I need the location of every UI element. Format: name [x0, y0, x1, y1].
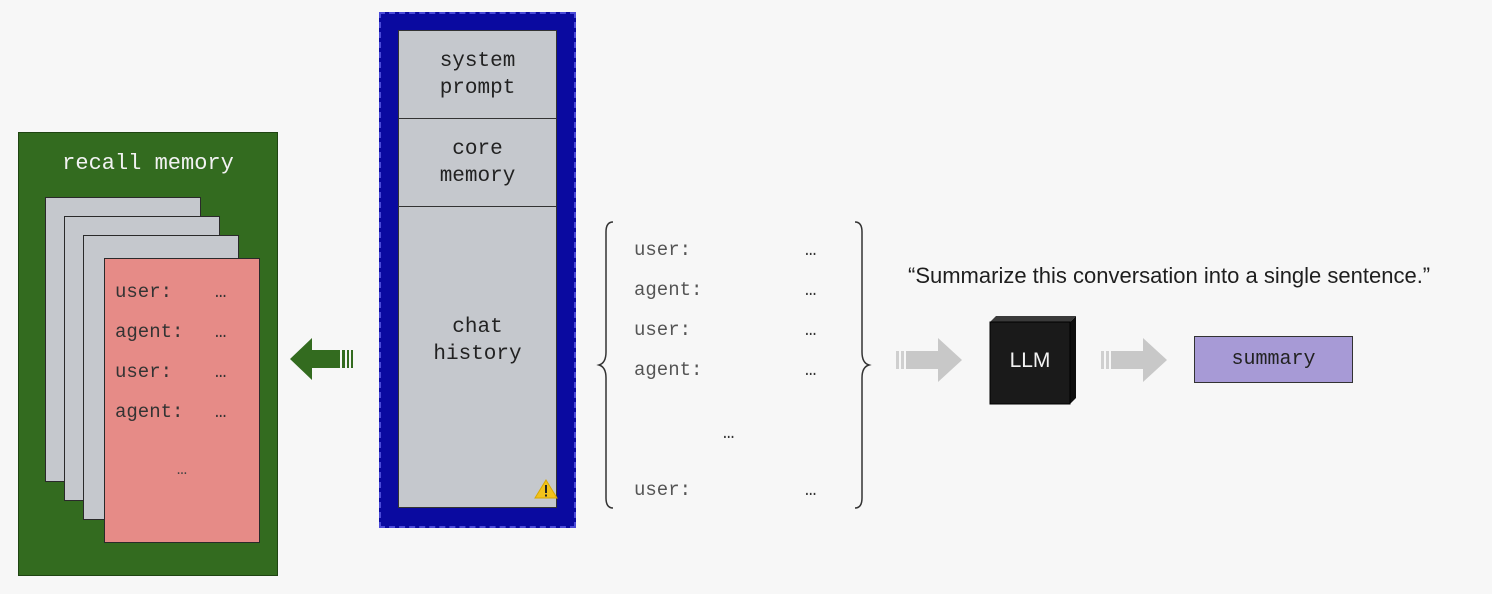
recall-memory-panel: recall memory user: … agent: … user: … a…: [18, 132, 278, 576]
flow-arrow-icon: [896, 338, 962, 382]
recall-line-text: …: [215, 401, 227, 423]
recall-line-role: agent:: [115, 321, 184, 343]
transcript-role: user:: [634, 239, 692, 261]
transcript-text: …: [805, 359, 817, 381]
transcript-ellipsis: …: [723, 422, 735, 444]
transcript-role: user:: [634, 319, 692, 341]
transcript-role: user:: [634, 479, 692, 501]
recall-line-role: user:: [115, 281, 173, 303]
transcript-role: agent:: [634, 279, 703, 301]
llm-cube-icon: [989, 316, 1076, 405]
right-brace-icon: [854, 221, 872, 509]
transcript-text: …: [805, 279, 817, 301]
transcript-text: …: [805, 479, 817, 501]
transcript-text: …: [805, 239, 817, 261]
core-memory-label: core memory: [439, 137, 516, 188]
recall-line-text: …: [215, 321, 227, 343]
context-window-inner: system prompt core memory chat history: [398, 30, 558, 509]
recall-line-text: …: [215, 281, 227, 303]
summary-label: summary: [1231, 348, 1316, 371]
recall-line-text: …: [215, 361, 227, 383]
left-brace-icon: [596, 221, 614, 509]
system-prompt-section: system prompt: [399, 31, 556, 119]
recall-line-role: agent:: [115, 401, 184, 423]
evict-arrow-icon: [290, 338, 353, 380]
context-window: system prompt core memory chat history: [379, 12, 576, 528]
chat-history-section: chat history: [399, 207, 556, 509]
llm-label: LLM: [1009, 348, 1051, 372]
summary-box: summary: [1194, 336, 1353, 383]
system-prompt-label: system prompt: [439, 49, 516, 100]
transcript-text: …: [805, 319, 817, 341]
recall-ellipsis: …: [176, 461, 188, 480]
recall-line-role: user:: [115, 361, 173, 383]
flow-arrow-icon: [1101, 338, 1167, 382]
message-card-front: user: … agent: … user: … agent: … …: [104, 258, 260, 543]
transcript-role: agent:: [634, 359, 703, 381]
summarize-prompt-text: “Summarize this conversation into a sing…: [908, 263, 1431, 288]
chat-history-label: chat history: [433, 316, 522, 366]
core-memory-section: core memory: [399, 119, 556, 207]
warning-icon: [534, 479, 558, 499]
recall-memory-title: recall memory: [62, 151, 234, 176]
